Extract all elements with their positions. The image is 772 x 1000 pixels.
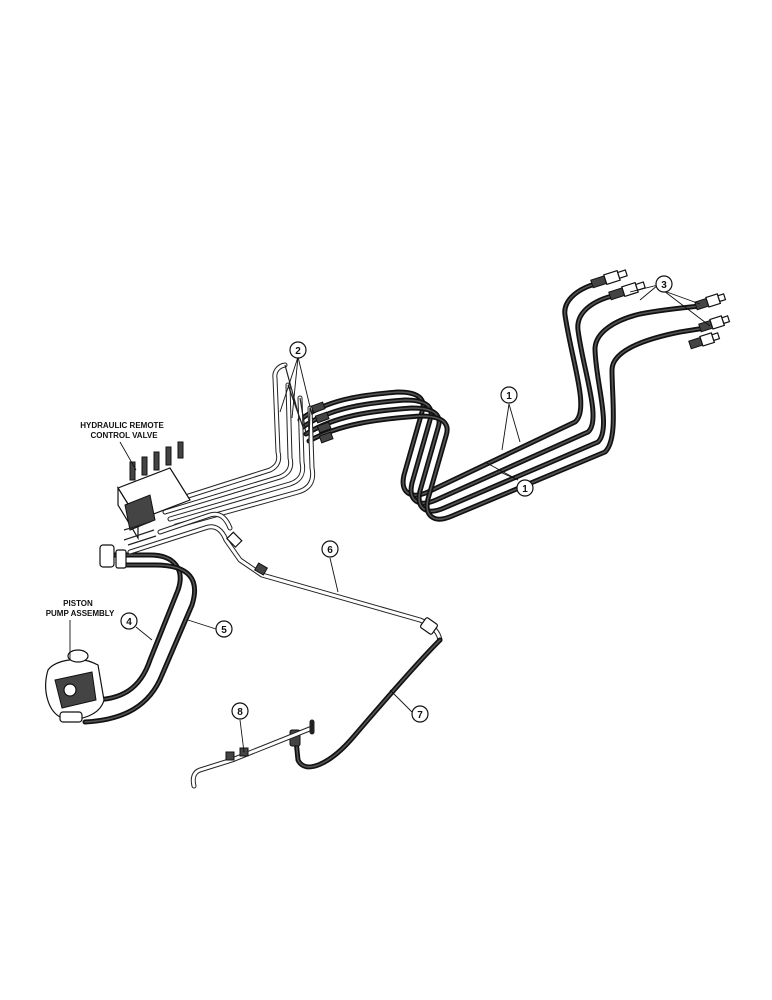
callout-5-number: 5: [221, 625, 227, 636]
return-hose: [289, 637, 443, 770]
hose-fittings-at-tubes: [310, 401, 334, 444]
callout-5: 5: [187, 619, 233, 638]
callout-7-number: 7: [417, 710, 423, 721]
callout-1b: 1: [484, 461, 534, 497]
pump-hoses: [82, 544, 198, 725]
pump-label-line1: PISTON: [63, 599, 93, 608]
callout-6: 6: [321, 540, 339, 593]
callout-1a: 1: [500, 386, 521, 451]
remote-hose-bundle: [297, 281, 708, 522]
callout-3: 3: [629, 275, 711, 327]
control-valve-label-line2: CONTROL VALVE: [90, 431, 158, 440]
remote-hose-4: [306, 325, 708, 522]
label-control-valve: HYDRAULIC REMOTE CONTROL VALVE: [80, 421, 164, 471]
callout-2: 2: [279, 341, 313, 419]
piston-pump-assembly: [45, 649, 105, 723]
remote-hose-1: [297, 281, 598, 498]
callout-8-number: 8: [237, 707, 243, 718]
callout-1b-number: 1: [522, 484, 528, 495]
remote-hose-3: [303, 303, 703, 514]
callout-7: 7: [389, 689, 429, 723]
callout-1a-number: 1: [506, 391, 512, 402]
callout-3-number: 3: [661, 280, 667, 291]
remote-hose-2: [300, 293, 615, 506]
valve-spool-handles: [129, 441, 184, 481]
callout-2-number: 2: [295, 346, 301, 357]
pump-label-line2: PUMP ASSEMBLY: [46, 609, 115, 618]
return-tube: [127, 511, 443, 643]
quick-couplers: [590, 269, 731, 350]
valve-tube-bundle: [157, 362, 334, 529]
callout-4: 4: [120, 612, 153, 641]
remote-control-valve: [117, 441, 191, 546]
callout-4-number: 4: [126, 617, 132, 628]
callout-8: 8: [231, 702, 249, 753]
control-valve-label-line1: HYDRAULIC REMOTE: [80, 421, 164, 430]
callout-6-number: 6: [327, 545, 333, 556]
label-pump-assembly: PISTON PUMP ASSEMBLY: [46, 599, 115, 660]
suction-tube: [190, 719, 315, 789]
